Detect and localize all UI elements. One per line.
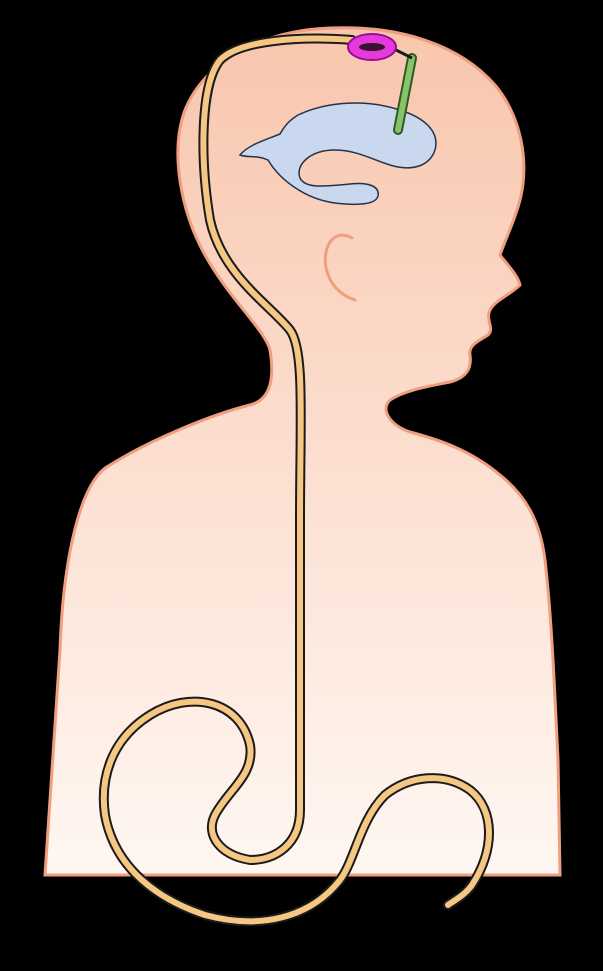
shunt-valve-chamber	[359, 43, 385, 51]
